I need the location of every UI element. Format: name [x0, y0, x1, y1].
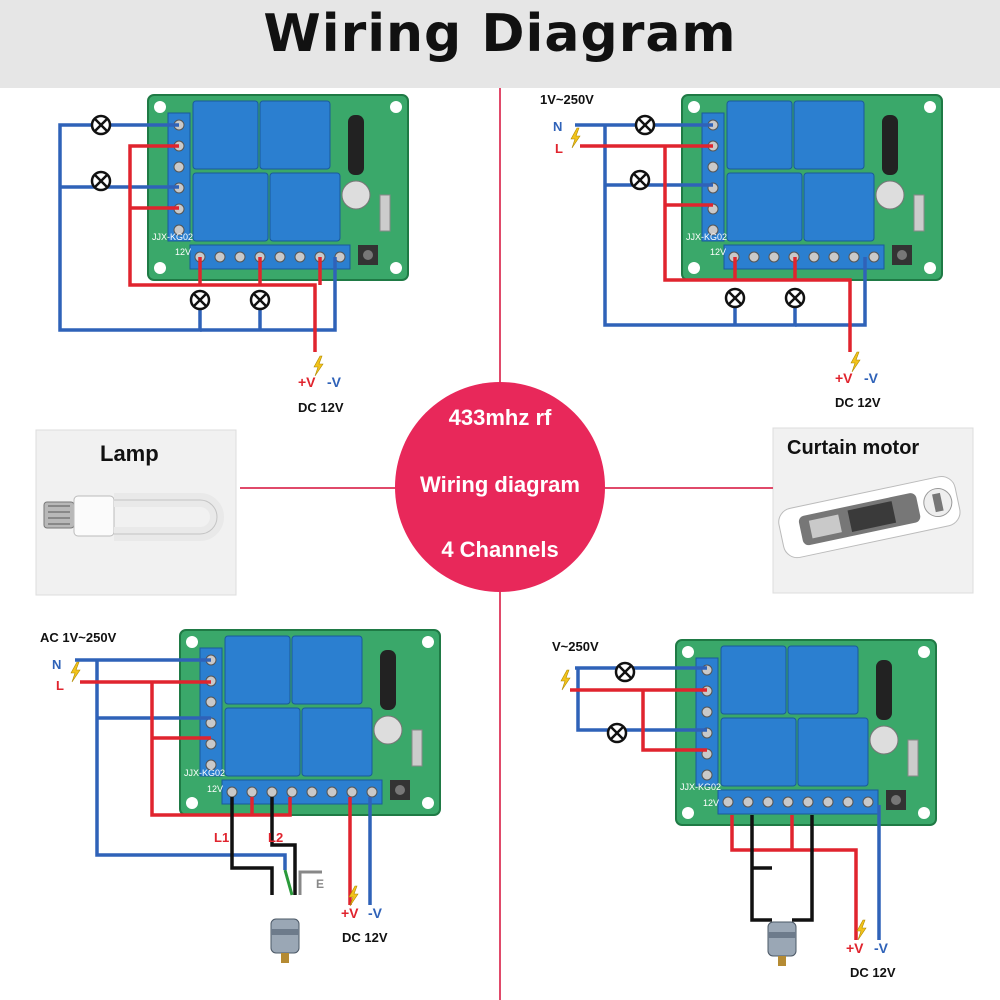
dc-label: DC 12V: [342, 930, 388, 945]
supply-label: 1V~250V: [540, 92, 594, 107]
vplus-label: +V: [341, 905, 359, 921]
lamp-2-icon: [629, 169, 651, 191]
panel-bottom-right: JJX-KG02 12V V~250V: [552, 639, 937, 980]
vplus-label: +V: [298, 374, 316, 390]
supply-label: V~250V: [552, 639, 599, 654]
motor-icon: [767, 921, 797, 967]
board-voltage-label: 12V: [703, 798, 719, 808]
title-bar: [0, 0, 1000, 88]
center-line-2: Wiring diagram: [420, 472, 580, 497]
power-icon: [313, 355, 324, 377]
lamp-3-icon: [724, 287, 746, 309]
dc-label: DC 12V: [835, 395, 881, 410]
panel-bottom-left: JJX-KG02 12V AC 1V~250V N L: [40, 629, 441, 964]
red-wires: [580, 144, 852, 352]
center-line-3: 4 Channels: [441, 537, 558, 562]
vminus-label: -V: [874, 940, 889, 956]
motor-icon: [270, 918, 300, 964]
black-wires: [230, 797, 297, 895]
vminus-label: -V: [368, 905, 383, 921]
lamp-1-icon: [634, 114, 656, 136]
power-icon: [856, 919, 867, 941]
lamp-label: Lamp: [100, 441, 159, 466]
board-model-label: JJX-KG02: [680, 782, 721, 792]
neutral-label: N: [553, 119, 562, 134]
motor-label: Curtain motor: [787, 437, 919, 459]
red-wires: [80, 680, 352, 905]
red-wires: [128, 144, 322, 352]
board-model-label: JJX-KG02: [152, 232, 193, 242]
vminus-label: -V: [864, 370, 879, 386]
lamp-4-icon: [249, 289, 271, 311]
power-icon: [70, 661, 81, 683]
lamp-1-icon: [614, 661, 636, 683]
l1-label: L1: [214, 830, 229, 845]
dc-label: DC 12V: [298, 400, 344, 415]
lamp-2-icon: [606, 722, 628, 744]
vplus-label: +V: [835, 370, 853, 386]
vminus-label: -V: [327, 374, 342, 390]
board-voltage-label: 12V: [175, 247, 191, 257]
lamp-4-icon: [784, 287, 806, 309]
lamp-3-icon: [189, 289, 211, 311]
live-label: L: [56, 678, 64, 693]
blue-wires: [75, 658, 372, 905]
center-line-1: 433mhz rf: [449, 405, 552, 430]
power-icon: [570, 127, 581, 149]
board-voltage-label: 12V: [710, 247, 726, 257]
dc-label: DC 12V: [850, 965, 896, 980]
black-wires: [750, 815, 814, 922]
panel-top-left: JJX-KG02 12V +V -V DC 12V: [58, 94, 409, 415]
power-icon: [850, 351, 861, 373]
board-voltage-label: 12V: [207, 784, 223, 794]
board-model-label: JJX-KG02: [686, 232, 727, 242]
lamp-1-icon: [90, 114, 112, 136]
vplus-label: +V: [846, 940, 864, 956]
l2-label: L2: [268, 830, 283, 845]
neutral-label: N: [52, 657, 61, 672]
live-label: L: [555, 141, 563, 156]
board-model-label: JJX-KG02: [184, 768, 225, 778]
red-wires: [570, 688, 858, 940]
lamp-2-icon: [90, 170, 112, 192]
lamp-photo: Lamp: [35, 429, 237, 596]
panel-top-right: JJX-KG02 12V 1V~250V N L: [540, 92, 943, 410]
earth-label: E: [316, 877, 324, 891]
power-icon: [560, 669, 571, 691]
page-title: Wiring Diagram: [263, 4, 737, 64]
curtain-motor-photo: Curtain motor: [772, 427, 974, 594]
supply-label: AC 1V~250V: [40, 630, 117, 645]
center-badge: 433mhz rf Wiring diagram 4 Channels: [240, 382, 773, 592]
